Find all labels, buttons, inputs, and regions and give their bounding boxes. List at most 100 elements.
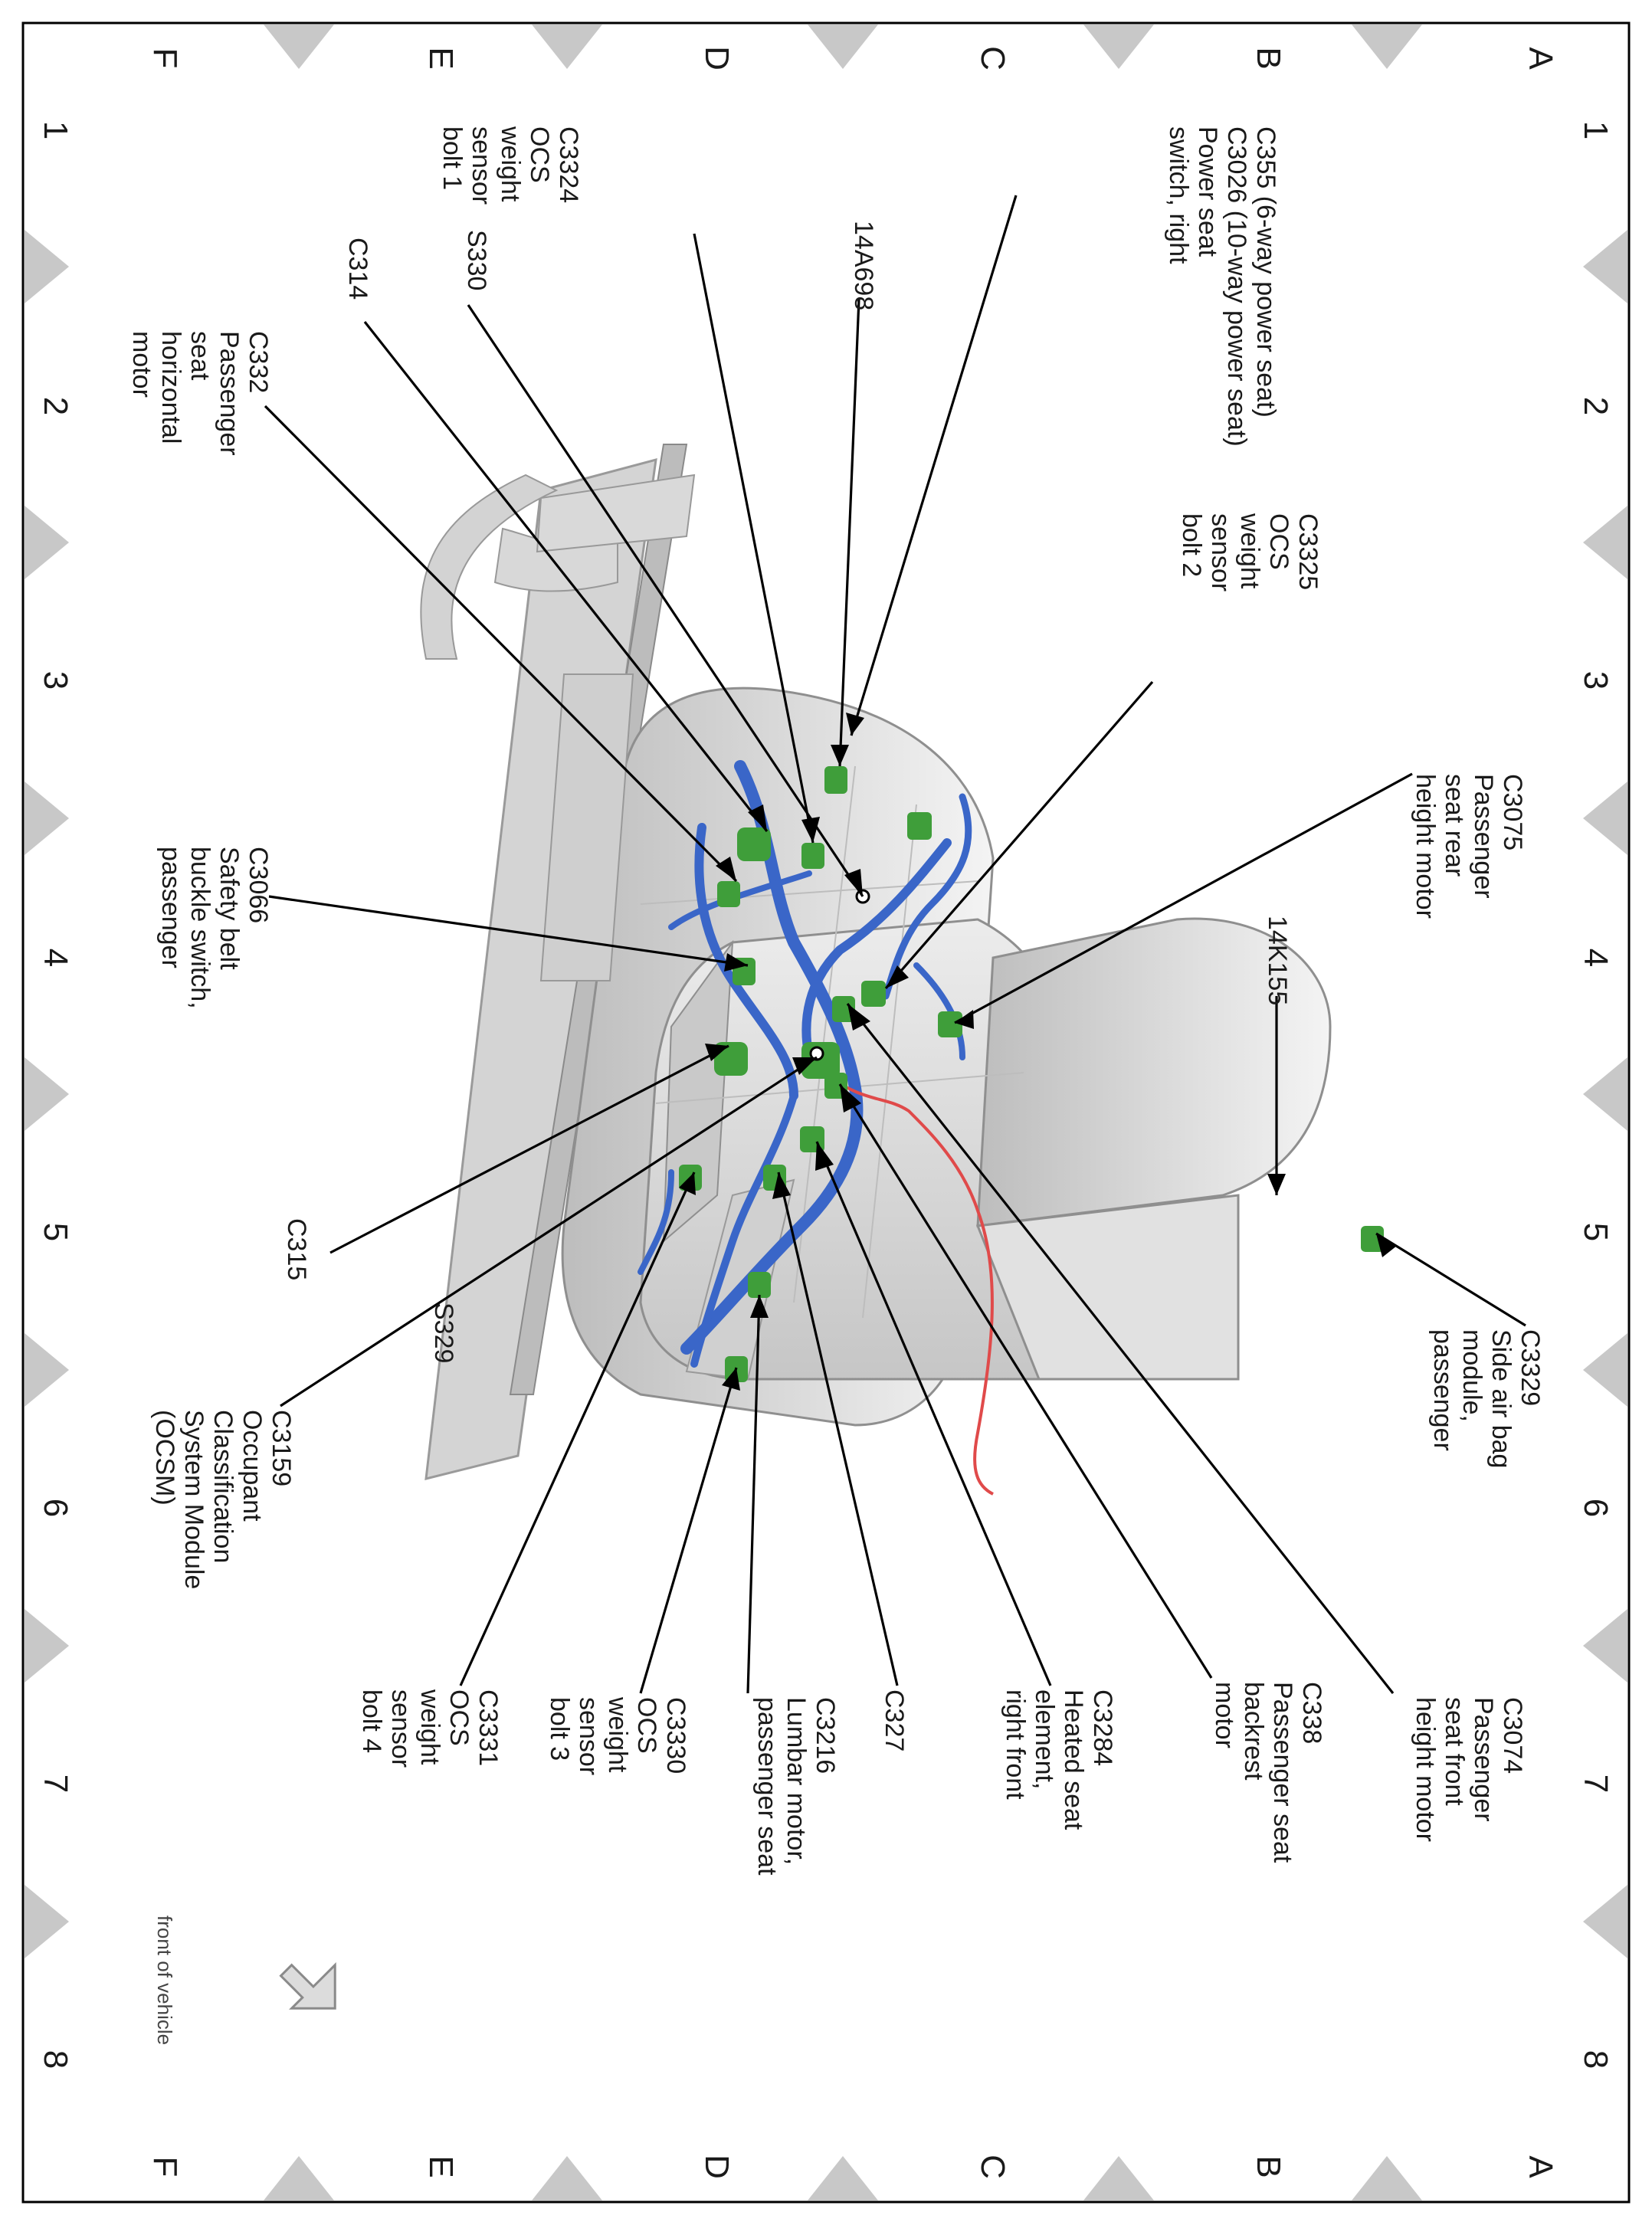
label-c314: C314	[343, 238, 372, 300]
label-s330: S330	[462, 230, 491, 290]
label-c338: C338 Passenger seat backrest motor	[1210, 1682, 1326, 1870]
row-label: B	[1250, 47, 1287, 69]
harness-branch-upper	[801, 838, 952, 1062]
leader-c3284	[815, 1141, 1052, 1686]
row-label: A	[1522, 2155, 1559, 2178]
connector-c332	[717, 881, 740, 907]
col-label: 2	[1577, 397, 1614, 415]
front-of-vehicle-indicator: front of vehicle	[153, 1915, 336, 2045]
row-label: E	[422, 47, 460, 69]
connector-c3329	[1361, 1226, 1384, 1252]
connector-14a698	[824, 766, 847, 794]
col-label: 1	[1577, 121, 1614, 139]
label-c3074: C3074 Passenger seat front height motor	[1411, 1697, 1527, 1842]
grid-zone-markers	[25, 25, 1627, 2200]
row-label: F	[146, 48, 184, 69]
label-14a698: 14A698	[849, 221, 878, 310]
col-label: 2	[37, 397, 74, 415]
harness-branch-front	[690, 1092, 798, 1368]
leader-lines	[264, 195, 1526, 1694]
connector-c3074	[832, 996, 855, 1022]
callout-labels: C355 (6-way power seat) C3026 (10-way po…	[127, 126, 1545, 1876]
col-label: 4	[1577, 949, 1614, 967]
label-c3331: C3331 OCS weight sensor bolt 4	[357, 1689, 503, 1775]
label-14k155: 14K155	[1263, 916, 1292, 1005]
col-label: 5	[1577, 1223, 1614, 1241]
col-label: 3	[1577, 671, 1614, 690]
leader-c314	[363, 321, 769, 832]
connector-c3216	[748, 1272, 771, 1298]
seat-cushion-lines	[640, 765, 1024, 1319]
row-label: C	[974, 2155, 1011, 2179]
label-c3216: C3216 Lumbar motor, passenger seat	[752, 1697, 840, 1876]
seat-side-bolster	[976, 917, 1332, 1227]
label-s329: S329	[429, 1303, 458, 1363]
leader-c3075	[954, 772, 1413, 1024]
grid-labels: 1 2 3 4 5 6 7 8 1 2 3 4 5 6 7 8 A B C D …	[37, 46, 1614, 2179]
leader-c3066	[268, 895, 749, 967]
leader-14a698	[838, 298, 860, 767]
seat-frame-rear	[539, 673, 634, 981]
diagram-border	[21, 21, 1631, 2204]
label-c3324: C3324 OCS weight sensor bolt 1	[438, 126, 583, 212]
leader-c327	[777, 1171, 899, 1686]
row-label: C	[974, 46, 1011, 70]
col-label: 6	[1577, 1499, 1614, 1517]
label-c327: C327	[880, 1689, 909, 1751]
connector-c3324	[801, 843, 824, 869]
label-c3284: C3284 Heated seat element, right front	[1001, 1689, 1117, 1837]
connector-c3075	[938, 1011, 962, 1037]
col-label: 5	[37, 1223, 74, 1241]
col-label: 8	[1577, 2050, 1614, 2069]
label-c3330: C3330 OCS weight sensor bolt 3	[545, 1696, 690, 1783]
col-label: 4	[37, 949, 74, 967]
row-label: D	[698, 2155, 736, 2179]
connector-c314	[737, 827, 771, 861]
row-label: E	[422, 2155, 460, 2177]
leader-arrowheads	[679, 713, 1397, 1391]
col-label: 7	[37, 1774, 74, 1793]
harness-loop	[638, 1169, 674, 1275]
seat-illustration	[420, 444, 1332, 1480]
label-c3066: C3066 Safety belt buckle switch, passeng…	[156, 847, 273, 1016]
splice-s329	[809, 1046, 824, 1061]
leader-c3324	[693, 233, 815, 844]
side-airbag-wire	[823, 1071, 994, 1496]
label-c315: C315	[282, 1218, 311, 1280]
col-label: 7	[1577, 1774, 1614, 1793]
label-c3075: C3075 Passenger seat rear height motor	[1411, 774, 1527, 919]
label-c332: C332 Passenger seat horizontal motor	[127, 331, 273, 463]
leader-c3325	[884, 680, 1154, 990]
leader-c355	[850, 195, 1018, 736]
front-arrow-icon	[279, 1962, 336, 2010]
connector-c355	[907, 812, 932, 840]
col-label: 6	[37, 1499, 74, 1517]
leader-c3331	[459, 1171, 696, 1686]
leader-c3329	[1375, 1232, 1526, 1327]
col-label: 1	[37, 121, 74, 139]
leader-c338	[838, 1083, 1213, 1679]
leader-s330	[467, 304, 864, 897]
connector-c3325	[861, 981, 886, 1007]
leader-c3159	[280, 1056, 818, 1407]
seat-upper-back	[975, 1194, 1240, 1381]
front-of-vehicle-label: front of vehicle	[153, 1915, 176, 2045]
row-label: B	[1250, 2155, 1287, 2177]
col-label: 8	[37, 2050, 74, 2069]
label-c3159: C3159 Occupant Classification System Mod…	[150, 1410, 296, 1597]
leader-c3216	[746, 1294, 761, 1694]
row-label: F	[146, 2157, 184, 2177]
label-c355: C355 (6-way power seat) C3026 (10-way po…	[1164, 126, 1280, 454]
row-label: D	[698, 46, 736, 70]
label-c3329: C3329 Side air bag module, passenger	[1428, 1329, 1545, 1476]
wiring-harness	[638, 760, 994, 1496]
leader-c3074	[846, 1003, 1395, 1694]
col-label: 3	[37, 671, 74, 690]
leader-c332	[264, 405, 738, 883]
harness-branch-back	[882, 793, 972, 1000]
leader-c3330	[639, 1367, 738, 1694]
label-c3325: C3325 OCS weight sensor bolt 2	[1177, 513, 1323, 599]
